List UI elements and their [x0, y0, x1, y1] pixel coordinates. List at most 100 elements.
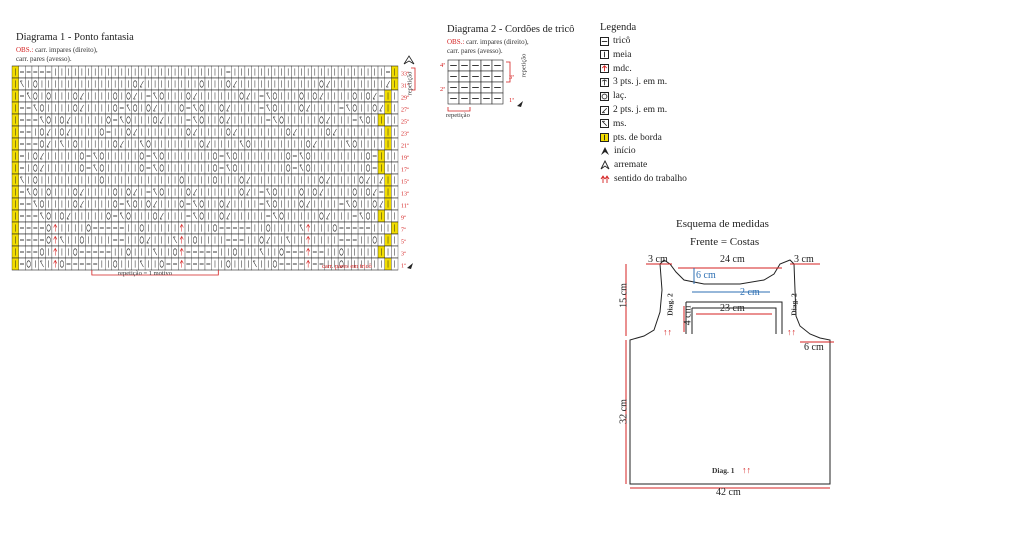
measure-total-width: 42 cm	[716, 487, 741, 498]
grid-cell	[271, 257, 279, 271]
grid-cell	[224, 125, 232, 139]
grid-cell	[31, 173, 39, 187]
stitch-symbol-icon	[600, 77, 609, 87]
grid-cell	[38, 137, 46, 151]
grid-cell	[304, 137, 312, 151]
grid-cell	[238, 185, 246, 199]
row-number-label: 23ª	[401, 131, 409, 137]
grid-cell	[71, 245, 79, 259]
grid-cell	[38, 125, 46, 139]
grid-cell	[364, 209, 372, 223]
row-number-label: 3ª	[401, 251, 406, 257]
grid-cell	[357, 173, 365, 187]
grid-cell	[198, 77, 206, 91]
diag2-left-label: Diag. 2	[665, 293, 675, 316]
schema-drawing	[625, 259, 834, 489]
grid-cell	[58, 257, 66, 271]
diagram1-repeat-label: repetição	[406, 71, 414, 96]
repeat-column-bracket	[447, 107, 471, 112]
grid-cell	[271, 101, 279, 115]
grid-cell	[151, 113, 159, 127]
grid-cell	[218, 197, 226, 211]
grid-cell	[278, 113, 286, 127]
grid-cell	[144, 101, 152, 115]
diagram1-title: Diagrama 1 - Ponto fantasia	[16, 32, 134, 43]
grid-cell	[124, 125, 132, 139]
row-number-label: 11ª	[401, 203, 409, 209]
grid-cell	[151, 209, 159, 223]
grid-cell	[45, 209, 53, 223]
grid-cell	[111, 137, 119, 151]
grid-cell	[45, 185, 53, 199]
stitch-symbol-icon	[600, 119, 609, 129]
row-number-label: 15ª	[401, 179, 409, 185]
diagram2-obs-label: OBS.:	[447, 38, 465, 46]
grid-cell	[364, 161, 372, 175]
grid-cell	[211, 221, 219, 235]
grid-cell	[111, 185, 119, 199]
legend-item-label: ms.	[613, 118, 627, 129]
grid-cell	[371, 233, 379, 247]
inner-placket-inner	[691, 307, 777, 334]
grid-cell	[184, 125, 192, 139]
grid-cell	[124, 209, 132, 223]
grid-cell	[351, 197, 359, 211]
grid-cell	[364, 113, 372, 127]
row-number-label: 19ª	[401, 155, 409, 161]
grid-cell	[244, 137, 252, 151]
grid-cell	[284, 161, 292, 175]
diagram2-chart	[447, 59, 523, 112]
legend-item: início	[600, 144, 636, 158]
grid-cell	[38, 197, 46, 211]
grid-cell	[298, 89, 305, 103]
grid-cell	[111, 197, 119, 211]
grid-cell	[178, 173, 186, 187]
grid-cell	[78, 149, 86, 163]
diagram1-obs-line1: carr. impares (direito),	[33, 46, 98, 54]
row-number-label: 7ª	[401, 227, 406, 233]
grid-cell	[38, 245, 46, 259]
legend-item-label: sentido do trabalho	[614, 174, 687, 184]
grid-cell	[231, 245, 239, 259]
grid-cell	[284, 125, 292, 139]
grid-cell	[271, 89, 279, 103]
grid-cell	[337, 245, 345, 259]
legend-item: sentido do trabalho	[600, 172, 687, 186]
grid-cell	[25, 257, 33, 271]
measure-armhole-height: 15 cm	[618, 283, 630, 308]
start-arrow-icon	[407, 263, 413, 269]
grid-cell	[211, 173, 219, 187]
grid-cell	[111, 89, 119, 103]
grid-cell	[298, 101, 305, 115]
row-number-label: 17ª	[401, 167, 409, 173]
grid-cell	[111, 101, 119, 115]
grid-cell	[198, 101, 206, 115]
diag2-right-arrows: ↑↑	[787, 327, 796, 337]
grid-cell	[324, 125, 332, 139]
grid-cell	[124, 245, 132, 259]
repeat-row-bracket	[411, 67, 416, 91]
legend-item-label: laç.	[613, 91, 627, 102]
repeat-motif-bracket	[91, 270, 219, 276]
grid-cell	[364, 185, 372, 199]
grid-cell	[238, 89, 246, 103]
inner-placket	[685, 301, 783, 334]
grid-cell	[98, 161, 106, 175]
grid-cell	[351, 185, 359, 199]
grid-cell	[364, 149, 372, 163]
legend-item-label: início	[614, 146, 636, 157]
grid-cell	[238, 173, 246, 187]
grid-cell	[371, 101, 379, 115]
grid-cell	[351, 89, 359, 103]
grid-cell	[38, 101, 46, 115]
dir-icon	[600, 174, 610, 184]
legend-item: 2 pts. j. em m.	[600, 103, 667, 117]
measure-body-height: 32 cm	[618, 399, 630, 424]
measure-neck-depth: 6 cm	[696, 270, 716, 281]
diagram1-obs-label: OBS.:	[16, 46, 34, 54]
legend-item-label: mdc.	[613, 63, 632, 74]
stitch-symbol-icon	[600, 133, 609, 143]
diagram2-row3-label: 3ª	[509, 74, 515, 81]
legend-item-label: tricô	[613, 36, 631, 46]
start-icon	[600, 146, 610, 156]
